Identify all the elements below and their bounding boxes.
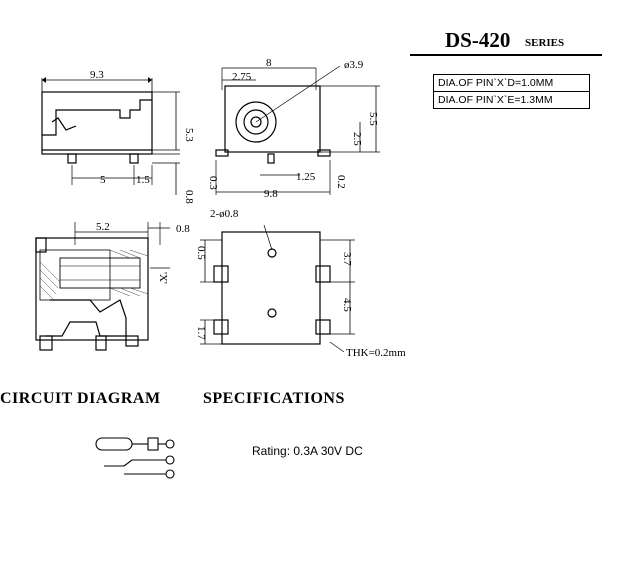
dim-front-width: 8 [266,57,272,69]
dim-front-dia: ø3.9 [344,59,364,71]
dim-sec-x: 'X' [157,272,169,284]
dim-front-98: 9.8 [264,188,278,200]
dim-side-08: 0.8 [183,190,195,204]
dim-side-15: 1.5 [136,174,150,186]
series-label: SERIES [525,37,565,49]
dim-side-5: 5 [100,174,106,186]
dim-top-37: 3.7 [341,252,353,266]
section-hatch [39,249,149,301]
dim-side-height: 5.3 [183,128,195,142]
dim-top-05: 0.5 [195,246,207,260]
side-view [41,77,180,195]
dim-side-width: 9.3 [90,69,104,81]
dim-sec-52: 5.2 [96,221,110,233]
circuit-diagram-header: CIRCUIT DIAGRAM [0,390,161,407]
front-view [215,65,380,195]
part-number: DS-420 [445,28,511,52]
dim-front-25: 2.5 [351,132,363,146]
dim-sec-08: 0.8 [176,223,190,235]
dim-top-45: 4.5 [341,298,353,312]
specifications-header: SPECIFICATIONS [203,390,345,407]
dim-front-02: 0.2 [335,175,347,189]
dim-front-55: 5.5 [367,112,379,126]
section-view [35,222,170,351]
pcb-view [200,224,355,353]
dim-front-03: 0.3 [207,176,219,190]
pin-d-row: DIA.OF PINˋXˋD=1.0MM [438,77,554,89]
dim-thk: THK=0.2mm [346,347,406,359]
rating-text: Rating: 0.3A 30V DC [252,444,363,458]
dim-top-hole: 2-ø0.8 [210,208,239,220]
dim-front-125: 1.25 [296,171,316,183]
pin-e-row: DIA.OF PINˋXˋE=1.3MM [434,91,589,108]
pin-diameter-table: DIA.OF PINˋXˋD=1.0MM DIA.OF PINˋXˋE=1.3M… [433,74,590,109]
circuit-symbol [95,437,175,479]
dim-front-275: 2.75 [232,71,252,83]
dim-top-17: 1.7 [195,326,207,340]
